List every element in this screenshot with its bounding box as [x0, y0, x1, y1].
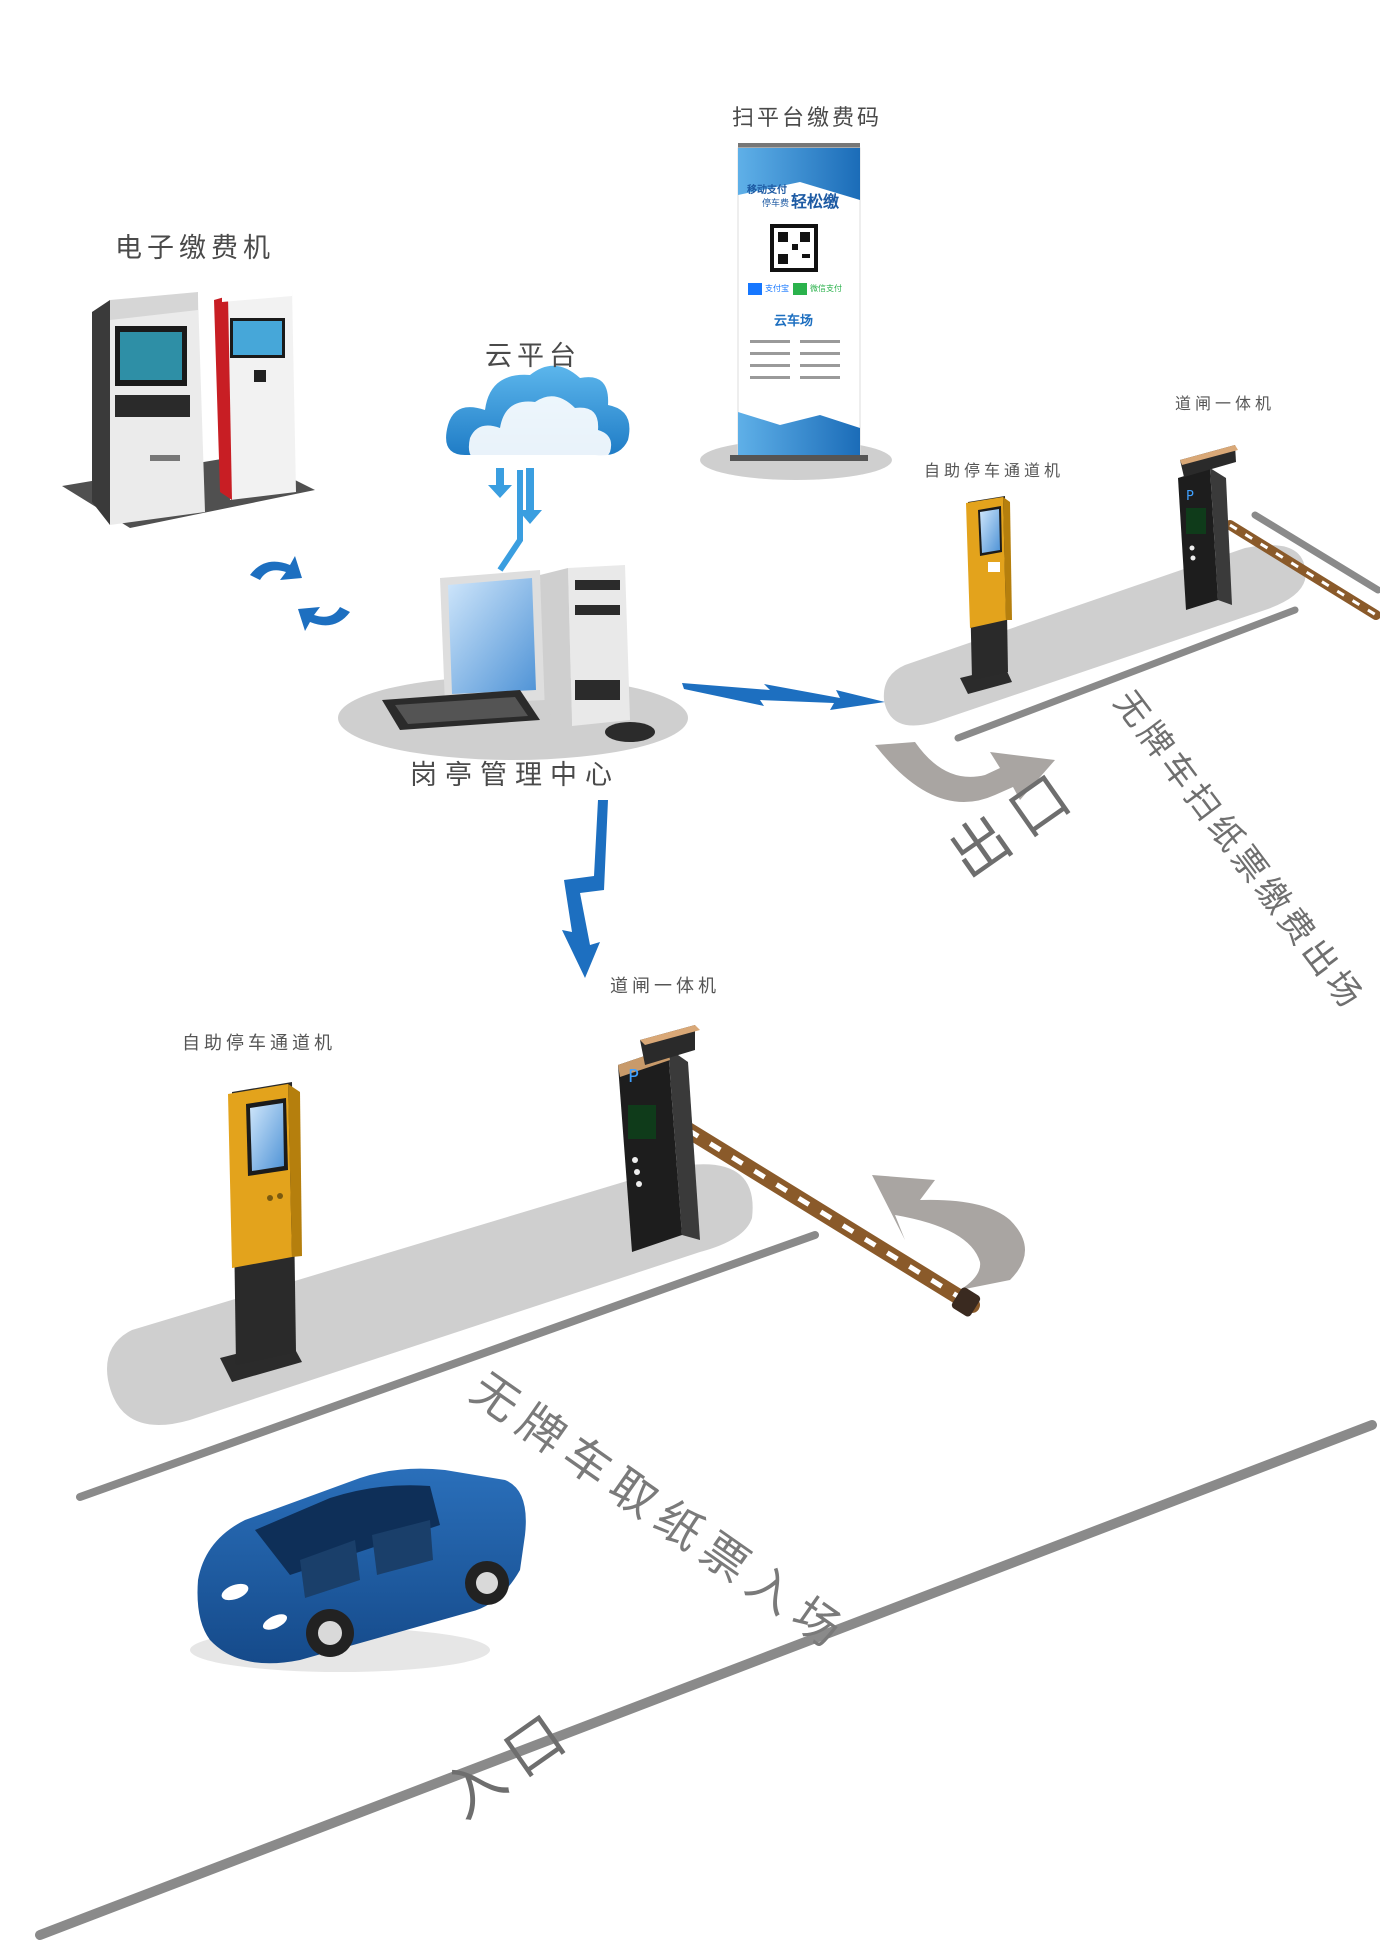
kiosk-cloud-arrows	[250, 556, 350, 631]
poster-line1: 移动支付	[747, 185, 787, 196]
flow-arrow-right	[682, 683, 885, 710]
label-booth-center: 岗亭管理中心	[410, 760, 620, 791]
barrier-arm-top	[1225, 520, 1380, 620]
label-payment-kiosk: 电子缴费机	[115, 233, 275, 264]
poster-wechat: 微信支付	[810, 284, 842, 293]
poster-brand: 云车场	[774, 314, 814, 329]
qr-poster-illustration	[700, 143, 892, 480]
label-gate-top: 道闸一体机	[1175, 394, 1276, 413]
label-cloud-platform: 云平台	[485, 341, 581, 372]
svg-text:P: P	[1186, 489, 1194, 504]
entry-turn-arrow	[872, 1175, 1025, 1290]
label-channel-bottom: 自助停车通道机	[182, 1033, 336, 1054]
label-channel-top: 自助停车通道机	[924, 461, 1065, 480]
poster-line2: 停车费	[762, 199, 790, 209]
poster-line3: 轻松缴	[791, 192, 840, 211]
gate-machine-bottom: P	[618, 1025, 700, 1252]
channel-machine-bottom	[220, 1082, 302, 1382]
gate-machine-top: P	[1178, 445, 1238, 610]
car-illustration	[190, 1468, 526, 1672]
barrier-arm-bottom	[680, 1122, 981, 1317]
label-gate-bottom: 道闸一体机	[610, 976, 720, 997]
svg-text:P: P	[628, 1066, 639, 1087]
payment-kiosk-illustration	[62, 284, 315, 528]
cloud-icon	[446, 365, 630, 572]
flow-arrow-down	[562, 800, 608, 978]
label-scan-qr: 扫平台缴费码	[732, 106, 883, 131]
channel-machine-top	[960, 496, 1012, 694]
ground-pad-top	[883, 545, 1306, 726]
road-lines	[35, 511, 1380, 1940]
booth-computer-illustration	[338, 565, 688, 760]
poster-alipay: 支付宝	[765, 284, 789, 293]
exit-turn-arrow	[875, 742, 1055, 803]
